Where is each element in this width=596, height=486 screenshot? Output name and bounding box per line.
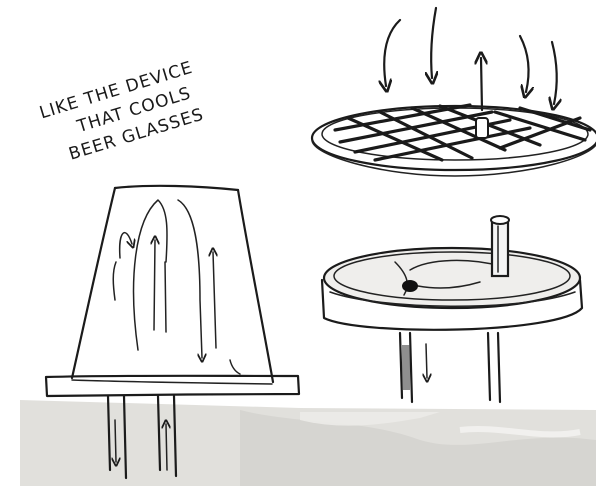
inflow-arrow-2 xyxy=(431,8,436,78)
inflow-arrow-3 xyxy=(520,36,528,92)
enclosure-left-wall xyxy=(72,188,115,378)
handwritten-note: LIKE THE DEVICE THAT COOLS BEER GLASSES xyxy=(37,58,209,170)
airflow-loop-left xyxy=(134,200,167,350)
base-plate xyxy=(46,376,299,396)
enclosure-top xyxy=(115,186,238,190)
airflow-down-arrow xyxy=(178,200,202,358)
inflow-arrow-4 xyxy=(552,42,557,104)
dish-sketch xyxy=(322,216,582,402)
inflow-arrow-1 xyxy=(384,20,400,86)
grid-tray-sketch xyxy=(312,8,596,176)
airflow-arrow xyxy=(120,233,132,258)
dish-basin xyxy=(324,248,580,308)
outflow-arrow xyxy=(481,58,482,110)
dish-drain-arrow xyxy=(426,344,427,378)
enclosure-right-wall xyxy=(238,190,273,382)
leg-down-arrow xyxy=(115,420,116,462)
dish-leg-right xyxy=(488,333,500,402)
center-post xyxy=(476,118,488,138)
paper-smudge xyxy=(20,400,596,486)
drain-hole xyxy=(402,280,418,292)
leg-up-arrow xyxy=(166,424,167,470)
airflow-up-arrow xyxy=(154,240,155,330)
vertical-tube xyxy=(492,220,508,276)
airflow-side-arrow xyxy=(213,252,216,348)
